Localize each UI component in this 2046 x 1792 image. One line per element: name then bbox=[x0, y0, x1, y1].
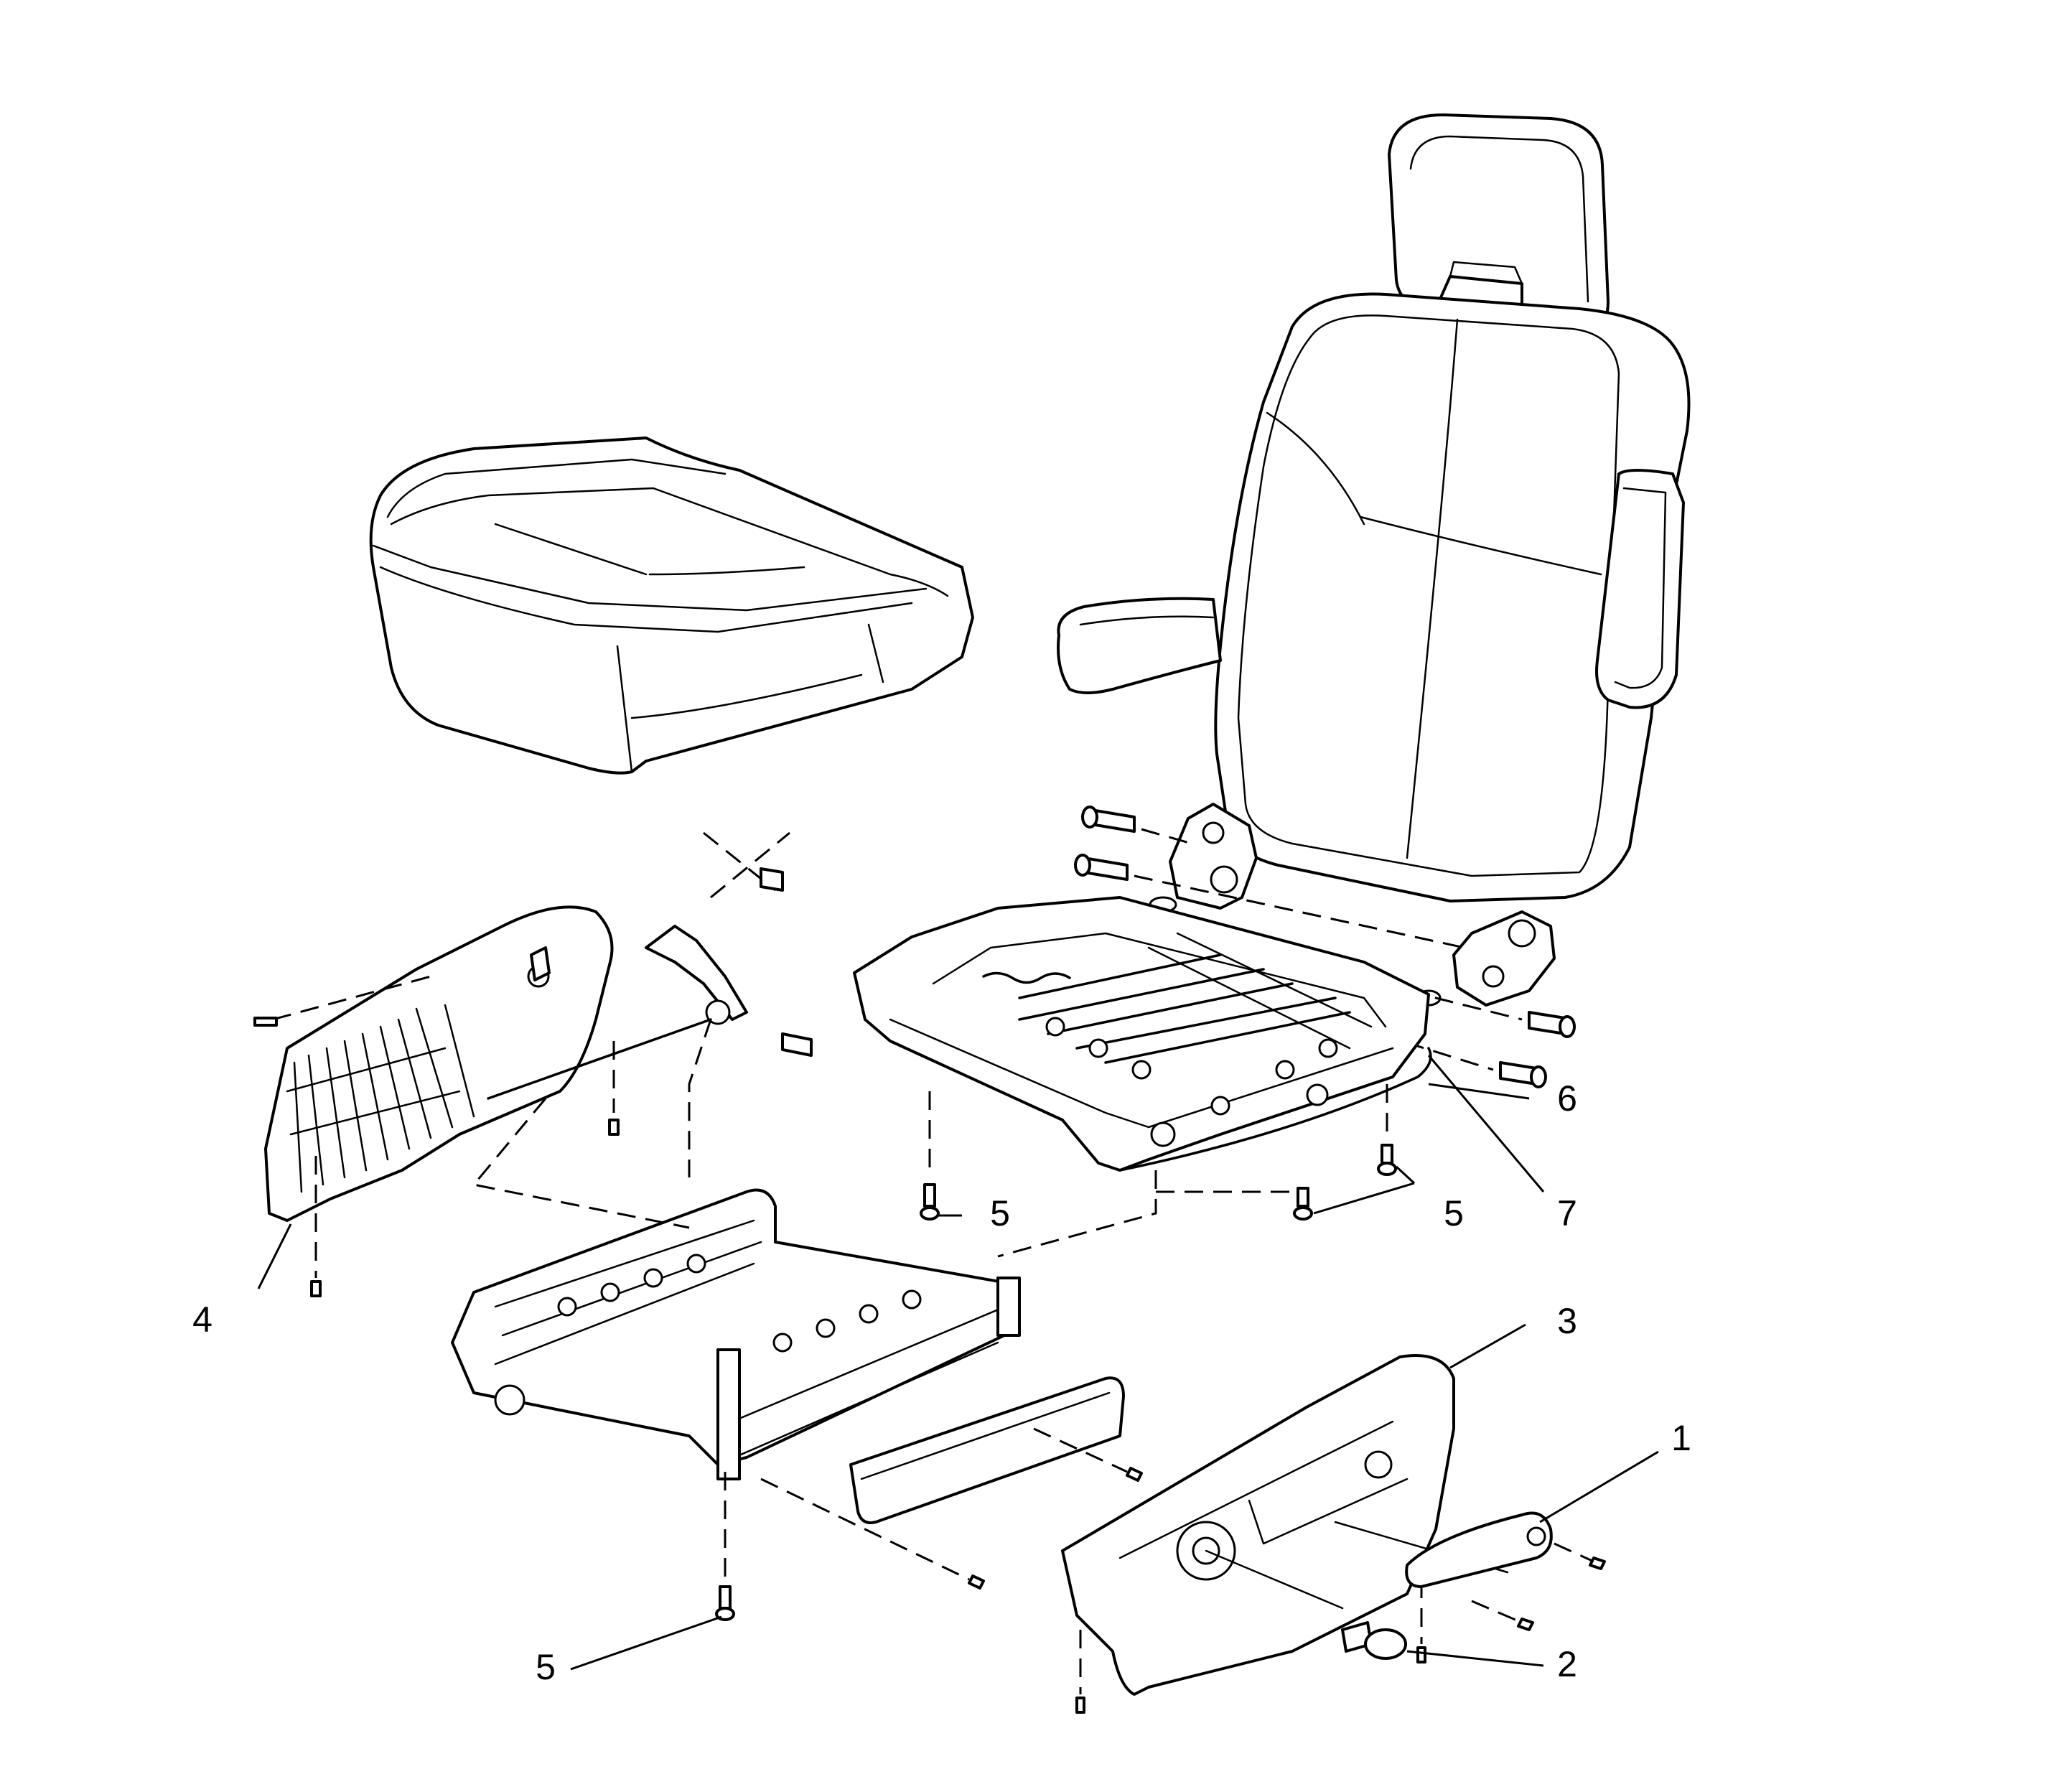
recline-lever-handle bbox=[1405, 1511, 1606, 1588]
adjuster-lever-rod bbox=[310, 831, 813, 1297]
leader-lines bbox=[257, 1055, 1659, 1671]
seat-back-bolts bbox=[1074, 806, 1576, 1088]
callout-1: 1 bbox=[1671, 1418, 1691, 1458]
callout-2: 2 bbox=[1557, 1644, 1577, 1684]
seat-frame bbox=[853, 896, 1432, 1172]
callout-5-frame-left: 5 bbox=[990, 1193, 1010, 1233]
seat-cushion bbox=[369, 437, 974, 775]
callout-7: 7 bbox=[1557, 1193, 1577, 1233]
callout-3: 3 bbox=[1557, 1301, 1577, 1341]
frame-bolts bbox=[920, 1084, 1397, 1221]
callout-5-frame-right: 5 bbox=[1444, 1193, 1464, 1233]
inner-side-shield bbox=[1061, 1354, 1534, 1714]
outer-side-shield bbox=[253, 905, 614, 1222]
callout-6: 6 bbox=[1557, 1078, 1577, 1119]
track-cover bbox=[760, 1376, 1143, 1590]
seat-adjuster-track bbox=[451, 1188, 1021, 1480]
assembly-dash-lines bbox=[715, 1170, 1292, 1621]
callout-4: 4 bbox=[192, 1299, 212, 1340]
seat-back-assembly bbox=[1057, 113, 1691, 1007]
callout-5-track: 5 bbox=[536, 1647, 556, 1687]
knob-cap bbox=[1341, 1621, 1407, 1660]
